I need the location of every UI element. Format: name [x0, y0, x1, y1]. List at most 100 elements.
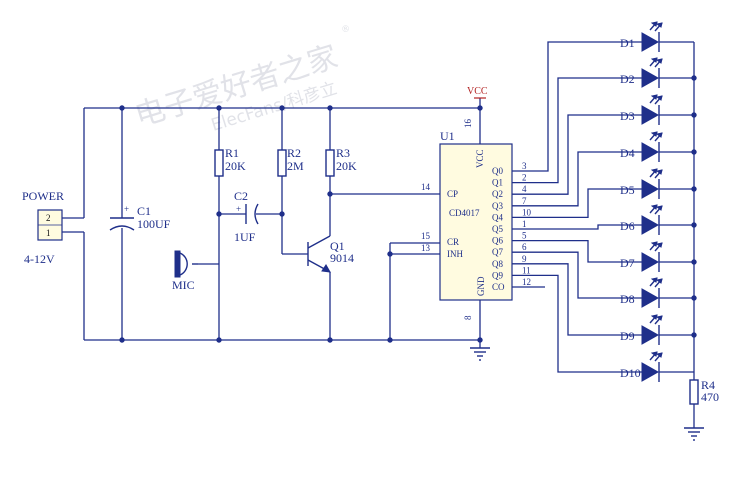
power-pin-2: 2	[46, 213, 51, 223]
u1-pin-num: 7	[522, 196, 527, 206]
c2-value: 1UF	[234, 230, 256, 244]
led-d6: D6	[620, 204, 694, 235]
led-d2: D2	[620, 57, 694, 88]
c1-polarity: +	[124, 204, 129, 214]
r4-ref: R4	[701, 378, 715, 392]
led-light-arrowhead	[655, 58, 663, 64]
resistor-r3: R3 20K	[325, 146, 357, 177]
led-trace	[545, 239, 642, 263]
u1-pin-name: Q6	[492, 236, 503, 246]
led-light-arrowhead	[655, 169, 663, 175]
led-trace	[545, 224, 642, 230]
led-label: D3	[620, 109, 635, 123]
led-label: D4	[620, 146, 635, 160]
u1-pin-name: Q2	[492, 189, 503, 199]
r4-value: 470	[701, 390, 719, 404]
led-label: D10	[620, 366, 641, 380]
led-trace	[545, 263, 642, 336]
led-diode-icon	[641, 325, 660, 345]
u1-pin-num: 10	[522, 207, 532, 217]
led-light-arrowhead	[655, 95, 663, 101]
u1-pin-num: 2	[522, 173, 527, 183]
u1-pin-15-num: 15	[421, 231, 431, 241]
led-diode-icon	[641, 215, 660, 235]
led-light-arrowhead	[655, 315, 663, 321]
junctions	[119, 75, 697, 343]
vcc-label: VCC	[467, 86, 488, 97]
led-light-arrowhead	[655, 22, 663, 28]
led-label: D2	[620, 72, 635, 86]
led-trace	[545, 114, 642, 195]
led-trace	[545, 188, 642, 219]
led-light-arrowhead	[655, 278, 663, 284]
c2-polarity: +	[236, 204, 241, 214]
led-label: D7	[620, 256, 635, 270]
u1-pin-inh: INH	[447, 249, 463, 259]
u1-pin-name: CO	[492, 282, 505, 292]
led-label: D5	[620, 183, 635, 197]
led-light-arrowhead	[655, 132, 663, 138]
q1-ref: Q1	[330, 239, 345, 253]
mic-label: MIC	[172, 278, 195, 292]
led-trace	[545, 41, 642, 172]
led-d5: D5	[620, 168, 694, 199]
u1-pin-num: 4	[522, 184, 527, 194]
u1-part: CD4017	[449, 208, 480, 218]
r1-value: 20K	[225, 159, 246, 173]
led-light-arrowhead	[655, 242, 663, 248]
led-diode-icon	[641, 252, 660, 272]
led-diode-icon	[641, 32, 660, 52]
led-diode-icon	[641, 105, 660, 125]
led-d3: D3	[620, 94, 694, 125]
c1-ref: C1	[137, 204, 151, 218]
u1-ref: U1	[440, 129, 455, 143]
ground-symbol-led	[684, 427, 704, 441]
resistor-r4: R4 470	[689, 378, 719, 405]
led-d1: D1	[620, 21, 694, 52]
transistor-q1: Q1 9014	[307, 235, 354, 273]
vcc-symbol: VCC	[467, 86, 488, 99]
u1-pin-num: 5	[522, 231, 527, 241]
u1-pin-num: 9	[522, 254, 527, 264]
u1-pin-16-name: VCC	[475, 149, 485, 168]
u1-pin-16-num: 16	[463, 119, 473, 129]
ic-u1: U1 CD4017 16 VCC GND 8 14 CP 15 CR 13 IN…	[421, 119, 545, 320]
u1-pin-name: Q0	[492, 166, 503, 176]
r2-value: 2M	[287, 159, 304, 173]
led-label: D6	[620, 219, 635, 233]
u1-pin-name: Q7	[492, 247, 503, 257]
u1-pin-name: Q3	[492, 201, 503, 211]
led-traces	[545, 41, 642, 373]
u1-pin-num: 6	[522, 242, 527, 252]
u1-pin-num: 12	[522, 277, 531, 287]
u1-pin-name: Q9	[492, 270, 503, 280]
led-label: D9	[620, 329, 635, 343]
r1-ref: R1	[225, 146, 239, 160]
led-trace	[545, 151, 642, 207]
u1-pin-cp: CP	[447, 189, 458, 199]
u1-pin-13-num: 13	[421, 243, 431, 253]
led-d8: D8	[620, 277, 694, 308]
led-diode-icon	[641, 362, 660, 382]
led-diode-icon	[641, 142, 660, 162]
u1-pin-name: Q4	[492, 212, 503, 222]
u1-pin-name: Q8	[492, 259, 503, 269]
r3-ref: R3	[336, 146, 350, 160]
power-pin-1: 1	[46, 228, 51, 238]
led-light-arrowhead	[655, 352, 663, 358]
led-diode-icon	[641, 288, 660, 308]
led-diode-icon	[641, 68, 660, 88]
u1-pin-name: Q5	[492, 224, 503, 234]
watermark: 电子爱好者之家 ElecFans/科彦立 ®	[131, 24, 352, 136]
q1-value: 9014	[330, 251, 354, 265]
led-label: D1	[620, 36, 635, 50]
led-d9: D9	[620, 314, 694, 345]
microphone: MIC	[172, 250, 198, 292]
power-title: POWER	[22, 189, 64, 203]
u1-pin-8-name: GND	[476, 276, 486, 296]
wires	[62, 42, 695, 428]
u1-pin-14-num: 14	[421, 182, 431, 192]
led-d10: D10	[620, 351, 694, 382]
